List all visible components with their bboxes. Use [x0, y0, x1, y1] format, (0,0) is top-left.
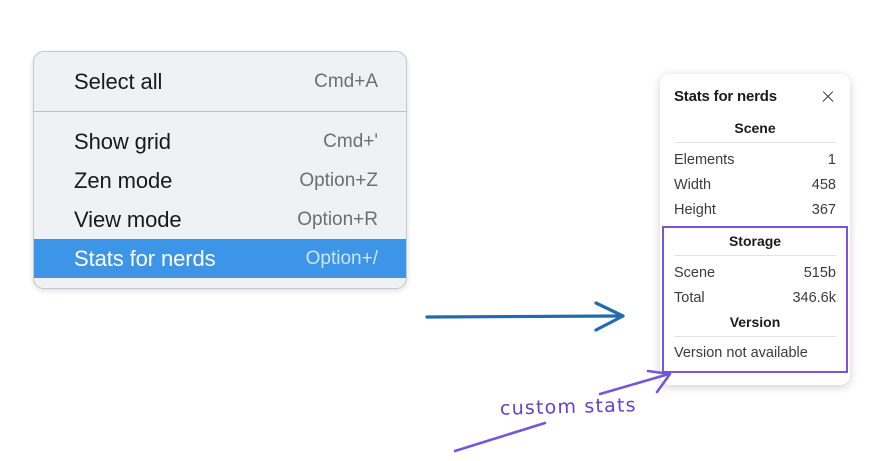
stat-value: 1 [827, 151, 836, 168]
section-title: Version [729, 313, 781, 330]
stat-row: Height 367 [674, 197, 836, 222]
stat-value: 346.6k [792, 290, 836, 306]
menu-item-shortcut: Option+Z [299, 169, 378, 191]
annotation-underline [453, 421, 547, 453]
menu-item-stats-for-nerds[interactable]: Stats for nerds Option+/ [34, 239, 406, 278]
stat-row: Total 346.6k [674, 286, 836, 311]
stats-section-storage: Storage Scene 515b Total 346.6k [674, 230, 836, 310]
stat-value: 367 [811, 201, 836, 218]
menu-item-shortcut: Option+/ [305, 247, 378, 269]
section-divider [674, 255, 836, 257]
close-icon[interactable] [820, 89, 836, 105]
context-menu: Select all Cmd+A Show grid Cmd+' Zen mod… [33, 51, 407, 289]
stats-panel-body: Scene Elements 1 Width 458 Height 367 St… [660, 117, 850, 373]
menu-item-label: Stats for nerds [74, 245, 216, 271]
stat-row: Width 458 [674, 172, 836, 197]
menu-item-zen-mode[interactable]: Zen mode Option+Z [34, 161, 406, 200]
section-title: Scene [734, 120, 776, 136]
stat-label: Elements [674, 151, 735, 168]
menu-item-label: Select all [74, 68, 163, 94]
version-value: Version not available [674, 344, 808, 361]
menu-item-select-all[interactable]: Select all Cmd+A [34, 62, 406, 101]
custom-stats-block: Storage Scene 515b Total 346.6k Version … [662, 226, 848, 373]
stat-row: Scene 515b [674, 260, 836, 285]
stat-value: 515b [803, 264, 836, 281]
menu-item-shortcut: Cmd+' [323, 130, 378, 152]
stat-row: Elements 1 [674, 147, 836, 172]
stats-panel-header: Stats for nerds [660, 86, 850, 117]
stats-panel-title: Stats for nerds [674, 88, 777, 105]
menu-item-label: Zen mode [74, 167, 173, 193]
menu-item-label: View mode [74, 206, 182, 232]
stat-value: 458 [811, 176, 836, 193]
section-divider [674, 335, 836, 337]
menu-group-view: Show grid Cmd+' Zen mode Option+Z View m… [34, 111, 406, 288]
section-title: Storage [728, 233, 782, 250]
stat-label: Scene [674, 264, 716, 281]
menu-item-view-mode[interactable]: View mode Option+R [34, 200, 406, 239]
stat-label: Width [674, 176, 712, 193]
section-divider [674, 142, 836, 143]
annotation-note-custom-stats: custom stats [499, 394, 638, 420]
menu-group-primary: Select all Cmd+A [34, 52, 406, 111]
menu-item-label: Show grid [74, 128, 171, 154]
menu-item-shortcut: Cmd+A [314, 70, 378, 92]
menu-item-show-grid[interactable]: Show grid Cmd+' [34, 122, 406, 161]
stats-for-nerds-panel: Stats for nerds Scene Elements 1 Width 4… [660, 74, 850, 385]
menu-item-shortcut: Option+R [297, 208, 378, 230]
stat-label: Height [674, 201, 716, 218]
flow-arrow-icon [425, 301, 625, 332]
stats-section-version: Version Version not available [674, 311, 836, 363]
stats-section-scene: Scene Elements 1 Width 458 Height 367 [674, 117, 836, 222]
stat-label: Total [674, 290, 705, 306]
